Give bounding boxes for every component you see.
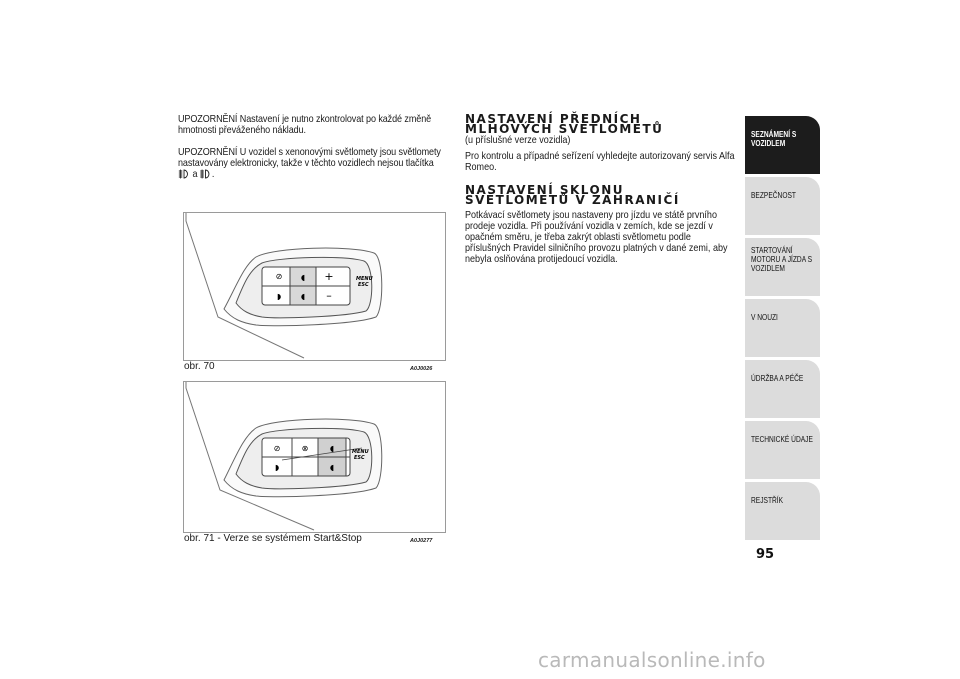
- svg-text:◖: ◖: [301, 273, 305, 282]
- tab-udrzba-a-pece[interactable]: ÚDRŽBA A PÉČE: [745, 360, 820, 418]
- caption-figure-70: obr. 70 A0J0026: [184, 361, 432, 372]
- control-panel-illustration: ⊘ ◖ ◗ ◖ + – MENU ESC: [185, 213, 383, 359]
- svg-text:◖: ◖: [330, 463, 334, 472]
- heading-fog-lights: NASTAVENÍ PŘEDNÍCH MLHOVÝCH SVĚTLOMETŮ: [465, 112, 664, 136]
- page-number: 95: [756, 547, 775, 562]
- note-conjunction: a: [192, 168, 198, 180]
- minus-button-label: –: [326, 289, 332, 302]
- svg-text:◗: ◗: [277, 292, 281, 301]
- note-xenon-text: UPOZORNĚNÍ U vozidel s xenonovými světlo…: [178, 146, 441, 169]
- esc-label-2: ESC: [354, 455, 365, 461]
- front-fog-light-icon: [178, 169, 190, 182]
- tab-label: REJSTŘÍK: [751, 495, 784, 505]
- para-abroad: Potkávací světlomety jsou nastaveny pro …: [465, 209, 728, 265]
- tab-label: V NOUZI: [751, 312, 778, 322]
- svg-text:◖: ◖: [330, 444, 334, 453]
- watermark: carmanualsonline.info: [538, 648, 766, 672]
- caption-figure-71: obr. 71 - Verze se systémem Start&Stop A…: [184, 533, 432, 544]
- tab-label: TECHNICKÉ ÚDAJE: [751, 434, 813, 444]
- left-column: UPOZORNĚNÍ Nastavení je nutno zkontrolov…: [178, 114, 446, 193]
- tab-bezpecnost[interactable]: BEZPEČNOST: [745, 177, 820, 235]
- control-panel-startstop-illustration: ⊘ ◗ ⊗ ◖ ◖ MENU ESC: [185, 382, 383, 531]
- svg-text:⊘: ⊘: [276, 272, 283, 281]
- note-weight: UPOZORNĚNÍ Nastavení je nutno zkontrolov…: [178, 114, 446, 136]
- tab-label: BEZPEČNOST: [751, 190, 796, 200]
- caption-text: obr. 70: [184, 361, 215, 372]
- subheading-version: (u příslušné verze vozidla): [465, 134, 571, 146]
- right-column: NASTAVENÍ PŘEDNÍCH MLHOVÝCH SVĚTLOMETŮ (…: [465, 112, 745, 265]
- tab-v-nouzi[interactable]: V NOUZI: [745, 299, 820, 357]
- svg-text:◖: ◖: [301, 292, 305, 301]
- figure-code-2: A0J0277: [410, 538, 433, 544]
- tab-seznameni-s-vozidlem[interactable]: SEZNÁMENÍ S VOZIDLEM: [745, 116, 820, 174]
- front-fog-light-icon-2: [200, 169, 212, 182]
- tab-label: STARTOVÁNÍ MOTORU A JÍZDA S VOZIDLEM: [751, 245, 813, 273]
- note-xenon: UPOZORNĚNÍ U vozidel s xenonovými světlo…: [178, 147, 446, 182]
- tab-rejstrik[interactable]: REJSTŘÍK: [745, 482, 820, 540]
- figure-code: A0J0026: [410, 366, 433, 372]
- menu-label: MENU: [356, 276, 373, 282]
- para-fog-lights: Pro kontrolu a případné seřízení vyhlede…: [465, 150, 735, 173]
- note-weight-text: UPOZORNĚNÍ Nastavení je nutno zkontrolov…: [178, 113, 432, 136]
- tab-technicke-udaje[interactable]: TECHNICKÉ ÚDAJE: [745, 421, 820, 479]
- menu-label-2: MENU: [352, 449, 369, 455]
- svg-text:⊘: ⊘: [274, 444, 281, 453]
- tab-startovani[interactable]: STARTOVÁNÍ MOTORU A JÍZDA S VOZIDLEM: [745, 238, 820, 296]
- esc-label: ESC: [358, 282, 369, 288]
- tab-label: ÚDRŽBA A PÉČE: [751, 373, 804, 383]
- tab-label: SEZNÁMENÍ S VOZIDLEM: [751, 129, 797, 148]
- svg-text:⊗: ⊗: [302, 444, 309, 453]
- svg-text:◗: ◗: [275, 463, 279, 472]
- heading-abroad: NASTAVENÍ SKLONU SVĚTLOMETŮ V ZAHRANIČÍ: [465, 183, 680, 207]
- figure-71: ⊘ ◗ ⊗ ◖ ◖ MENU ESC: [183, 381, 446, 533]
- figure-70: ⊘ ◖ ◗ ◖ + – MENU ESC: [183, 212, 446, 361]
- plus-button-label: +: [324, 270, 333, 283]
- note-period: .: [211, 168, 215, 180]
- caption-text-2: obr. 71 - Verze se systémem Start&Stop: [184, 533, 362, 544]
